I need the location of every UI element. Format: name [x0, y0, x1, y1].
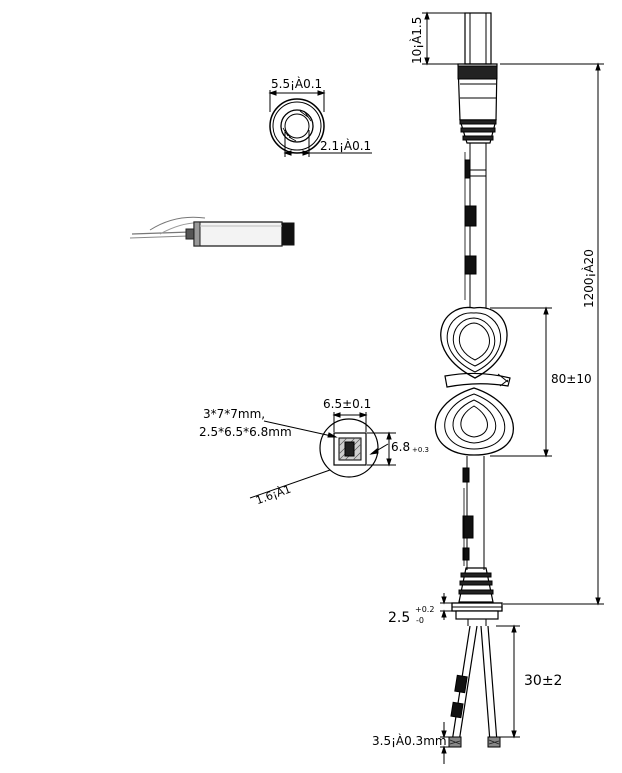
boot-thickness-label: 2.5	[388, 610, 411, 626]
total-length-label: 1200¡À20	[582, 249, 596, 308]
core-height-label: 6.8	[391, 440, 411, 454]
strip-length-label: 3.5¡À0.3mm	[372, 734, 447, 748]
dimension-lines	[422, 11, 604, 764]
cable-elevation	[434, 12, 514, 748]
tip-length-label: 10¡À1.5	[410, 16, 424, 64]
jack-outer-diameter-label: 5.5¡À0.1	[271, 77, 323, 91]
boot-thickness-tol-lower: -0	[416, 616, 424, 625]
lead-length-label: 30±2	[524, 673, 563, 689]
core-size-label: 6.5±0.1	[323, 397, 372, 411]
ferrite-section	[249, 412, 396, 499]
jack-inner-diameter-label: 2.1¡À0.1	[320, 139, 372, 153]
core-height-tolerance: +0.3	[412, 446, 429, 454]
plug-side-view	[129, 216, 295, 247]
coil-length-label: 80±10	[551, 372, 592, 386]
ferrite-note-line2: 2.5*6.5*6.8mm	[199, 425, 292, 439]
jack-end-view	[268, 90, 372, 157]
ferrite-note-line1: 3*7*7mm,	[203, 407, 266, 421]
boot-thickness-tol-upper: +0.2	[415, 605, 435, 614]
